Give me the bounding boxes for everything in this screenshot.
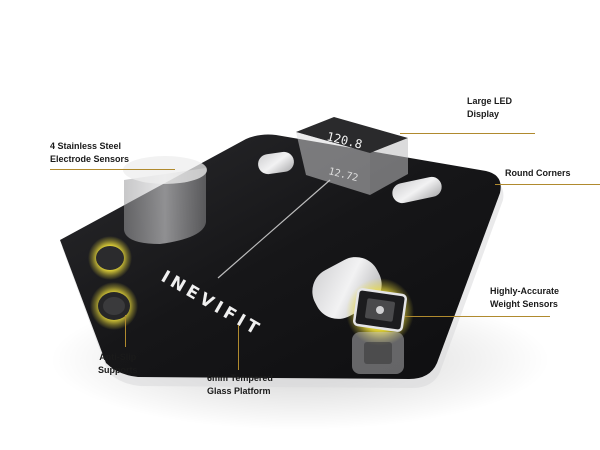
callout-weight-sensors: Highly-Accurate Weight Sensors	[490, 286, 560, 309]
leader-led-display	[400, 133, 535, 134]
callout-round-corners: Round Corners	[505, 168, 571, 178]
weight-sensor-ghost	[352, 332, 404, 374]
leader-weight-sensors	[405, 316, 550, 317]
leader-round-corners	[495, 184, 600, 185]
led-display: 120.8 12.72	[296, 117, 408, 195]
leader-anti-slip	[125, 315, 126, 347]
callout-anti-slip: Anti-Slip Supports	[98, 352, 138, 375]
electrode-pad-top-right	[392, 176, 442, 204]
weight-sensor	[346, 278, 414, 346]
callout-electrode-sensors: 4 Stainless Steel Electrode Sensors	[50, 141, 130, 164]
anti-slip-support-upper	[88, 236, 132, 280]
callout-glass-platform: 6mm Tempered Glass Platform	[207, 373, 273, 396]
leader-glass-platform	[238, 325, 239, 370]
anti-slip-support-lower	[90, 282, 138, 330]
callout-led-display: Large LED Display	[467, 96, 513, 119]
leader-electrode-sensors	[50, 169, 175, 170]
electrode-sensor-pillar	[123, 156, 207, 244]
electrode-pad-top-left	[258, 151, 294, 175]
glass-reflection	[217, 179, 331, 279]
